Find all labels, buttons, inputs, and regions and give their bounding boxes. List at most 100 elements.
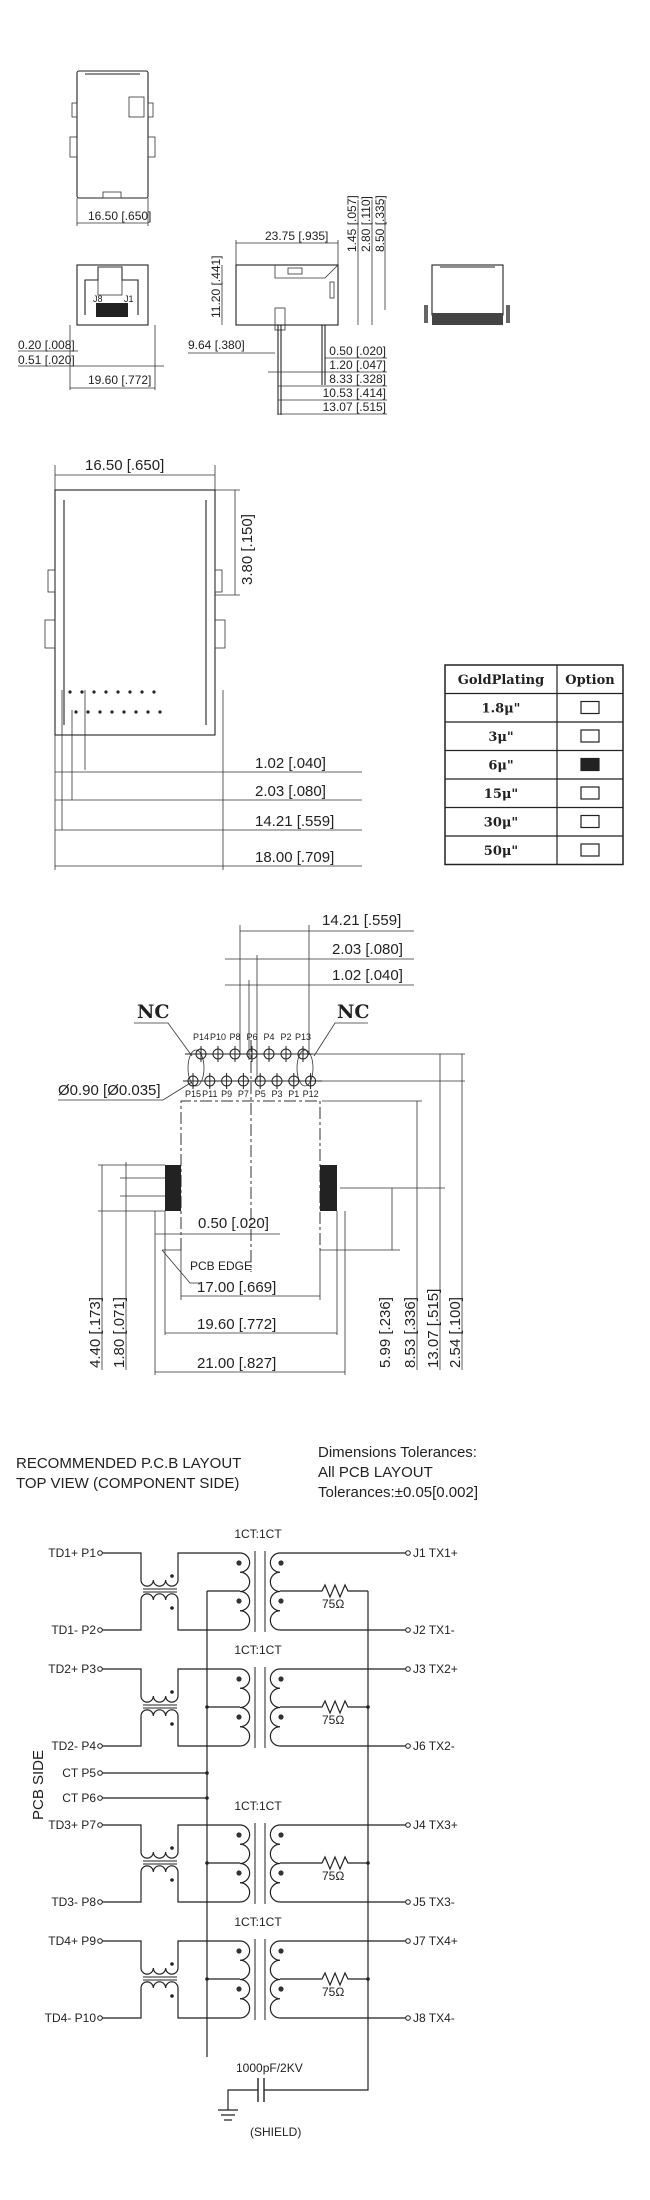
termination-resistor-icon (280, 1583, 368, 1599)
pin-label: P10 (210, 1032, 226, 1042)
pin-label: P3 (271, 1089, 282, 1099)
side-view: 23.75 [.935] 11.20 [.441] 9.64 [.380] 1.… (188, 195, 387, 415)
output-pos-label: J7 TX4+ (413, 1934, 458, 1948)
secondary-winding (269, 1552, 281, 1631)
tolerance-line-2: All PCB LAYOUT (318, 1464, 433, 1481)
turns-ratio-label: 1CT:1CT (234, 1643, 282, 1657)
option-checkbox[interactable] (580, 786, 600, 800)
output-neg-label: J2 TX1- (413, 1623, 455, 1637)
polarity-dot (170, 1878, 174, 1882)
output-neg-label: J5 TX3- (413, 1895, 455, 1909)
choke-winding-bottom (102, 1865, 240, 1903)
turns-ratio-label: 1CT:1CT (234, 1915, 282, 1929)
polarity-dot (236, 1832, 242, 1838)
pin-label: P15 (185, 1089, 201, 1099)
option-checkbox[interactable] (580, 729, 600, 743)
choke-winding-top (102, 1668, 240, 1703)
front-view: J8 J1 0.20 [.008] 0.51 [.020] 19.60 [.77… (18, 264, 164, 390)
side-pin-dim-1: 1.20 [.047] (329, 358, 386, 372)
pin-hole-mark (98, 710, 102, 714)
side-vdim-0: 1.45 [.057] (345, 195, 359, 252)
bottom-view: 16.50 [.650] 3.80 [.150] 1.02 [.040] 2.0… (44, 457, 362, 870)
plating-thickness-label: 15μ" (484, 787, 518, 802)
width-dim-0: 17.00 [.669] (197, 1279, 276, 1296)
bottom-view-pins (68, 690, 162, 714)
option-checkbox[interactable] (580, 700, 600, 715)
pin-hole-mark (74, 710, 78, 714)
pin-label: P7 (238, 1089, 249, 1099)
table-border (444, 664, 624, 866)
plating-thickness-label: 50μ" (484, 844, 518, 859)
option-checkbox[interactable] (580, 843, 600, 857)
terminal-icon (405, 1743, 411, 1749)
front-dim-0: 0.20 [.008] (18, 338, 75, 352)
option-checkbox-selected[interactable] (580, 757, 600, 772)
termination-resistor-icon (280, 1971, 368, 1987)
terminal-icon (405, 1550, 411, 1556)
pin-hole-mark (92, 690, 96, 694)
pin-label: P8 (229, 1032, 240, 1042)
side-vdim-1: 2.80 [.110] (359, 196, 373, 252)
pin-label: P14 (193, 1032, 209, 1042)
side-height-dim: 11.20 [.441] (209, 256, 223, 319)
polarity-dot (170, 1574, 174, 1578)
terminal-icon (97, 1627, 103, 1633)
choke-winding-top (102, 1940, 240, 1975)
plating-thickness-label: 3μ" (488, 730, 513, 745)
polarity-dot (278, 1986, 284, 1992)
pin-label: P12 (303, 1089, 319, 1099)
terminal-icon (97, 1666, 103, 1672)
terminal-icon (405, 1666, 411, 1672)
pin-hole-mark (116, 690, 120, 694)
polarity-dot (278, 1870, 284, 1876)
terminal-icon (405, 1938, 411, 1944)
plating-thickness-label: 1.8μ" (482, 702, 521, 717)
choke-winding-top (102, 1552, 240, 1587)
shield-label: (SHIELD) (250, 2125, 301, 2139)
polarity-dot (236, 1598, 242, 1604)
terminal-icon (97, 1899, 103, 1905)
terminal-icon (97, 1550, 103, 1556)
layout-title-line-2: TOP VIEW (COMPONENT SIDE) (16, 1475, 239, 1492)
secondary-leads (280, 1824, 406, 1903)
polarity-dot (236, 1714, 242, 1720)
primary-winding (239, 1668, 251, 1747)
right-dim-3: 2.54 [.100] (447, 1297, 464, 1368)
bottom-width-dim: 16.50 [.650] (85, 457, 164, 474)
input-neg-label: TD4- P10 (45, 2011, 97, 2025)
polarity-dot (236, 1948, 242, 1954)
center-tap-label: CT P5 (62, 1766, 96, 1780)
polarity-dot (170, 1994, 174, 1998)
capacitor-label: 1000pF/2KV (236, 2061, 303, 2075)
pin-hole-mark (104, 690, 108, 694)
pcb-right-pad (320, 1165, 337, 1211)
bottom-dim-2: 14.21 [.559] (255, 813, 334, 830)
rj45-contacts (96, 303, 128, 317)
plating-thickness-label: 6μ" (488, 759, 513, 774)
port-label-j1: J1 (124, 294, 134, 304)
side-pin-dim-3: 10.53 [.414] (323, 386, 386, 400)
input-neg-label: TD3- P8 (51, 1895, 96, 1909)
input-pos-label: TD1+ P1 (48, 1546, 96, 1560)
polarity-dot (170, 1722, 174, 1726)
polarity-dot (236, 1676, 242, 1682)
polarity-dot (278, 1598, 284, 1604)
output-pos-label: J1 TX1+ (413, 1546, 458, 1560)
option-checkbox[interactable] (580, 814, 600, 829)
pin-hole-mark (146, 710, 150, 714)
primary-winding (239, 1824, 251, 1903)
terminal-icon (405, 1899, 411, 1905)
front-dim-2: 19.60 [.772] (88, 373, 151, 387)
polarity-dot (278, 1714, 284, 1720)
secondary-leads (280, 1940, 406, 2019)
right-dim-2: 13.07 [.515] (425, 1289, 442, 1368)
shield-bus (227, 1591, 369, 2110)
plating-thickness-label: 30μ" (484, 816, 518, 831)
front-dim-1: 0.51 [.020] (18, 353, 75, 367)
tolerance-line-1: Dimensions Tolerances: (318, 1444, 477, 1461)
